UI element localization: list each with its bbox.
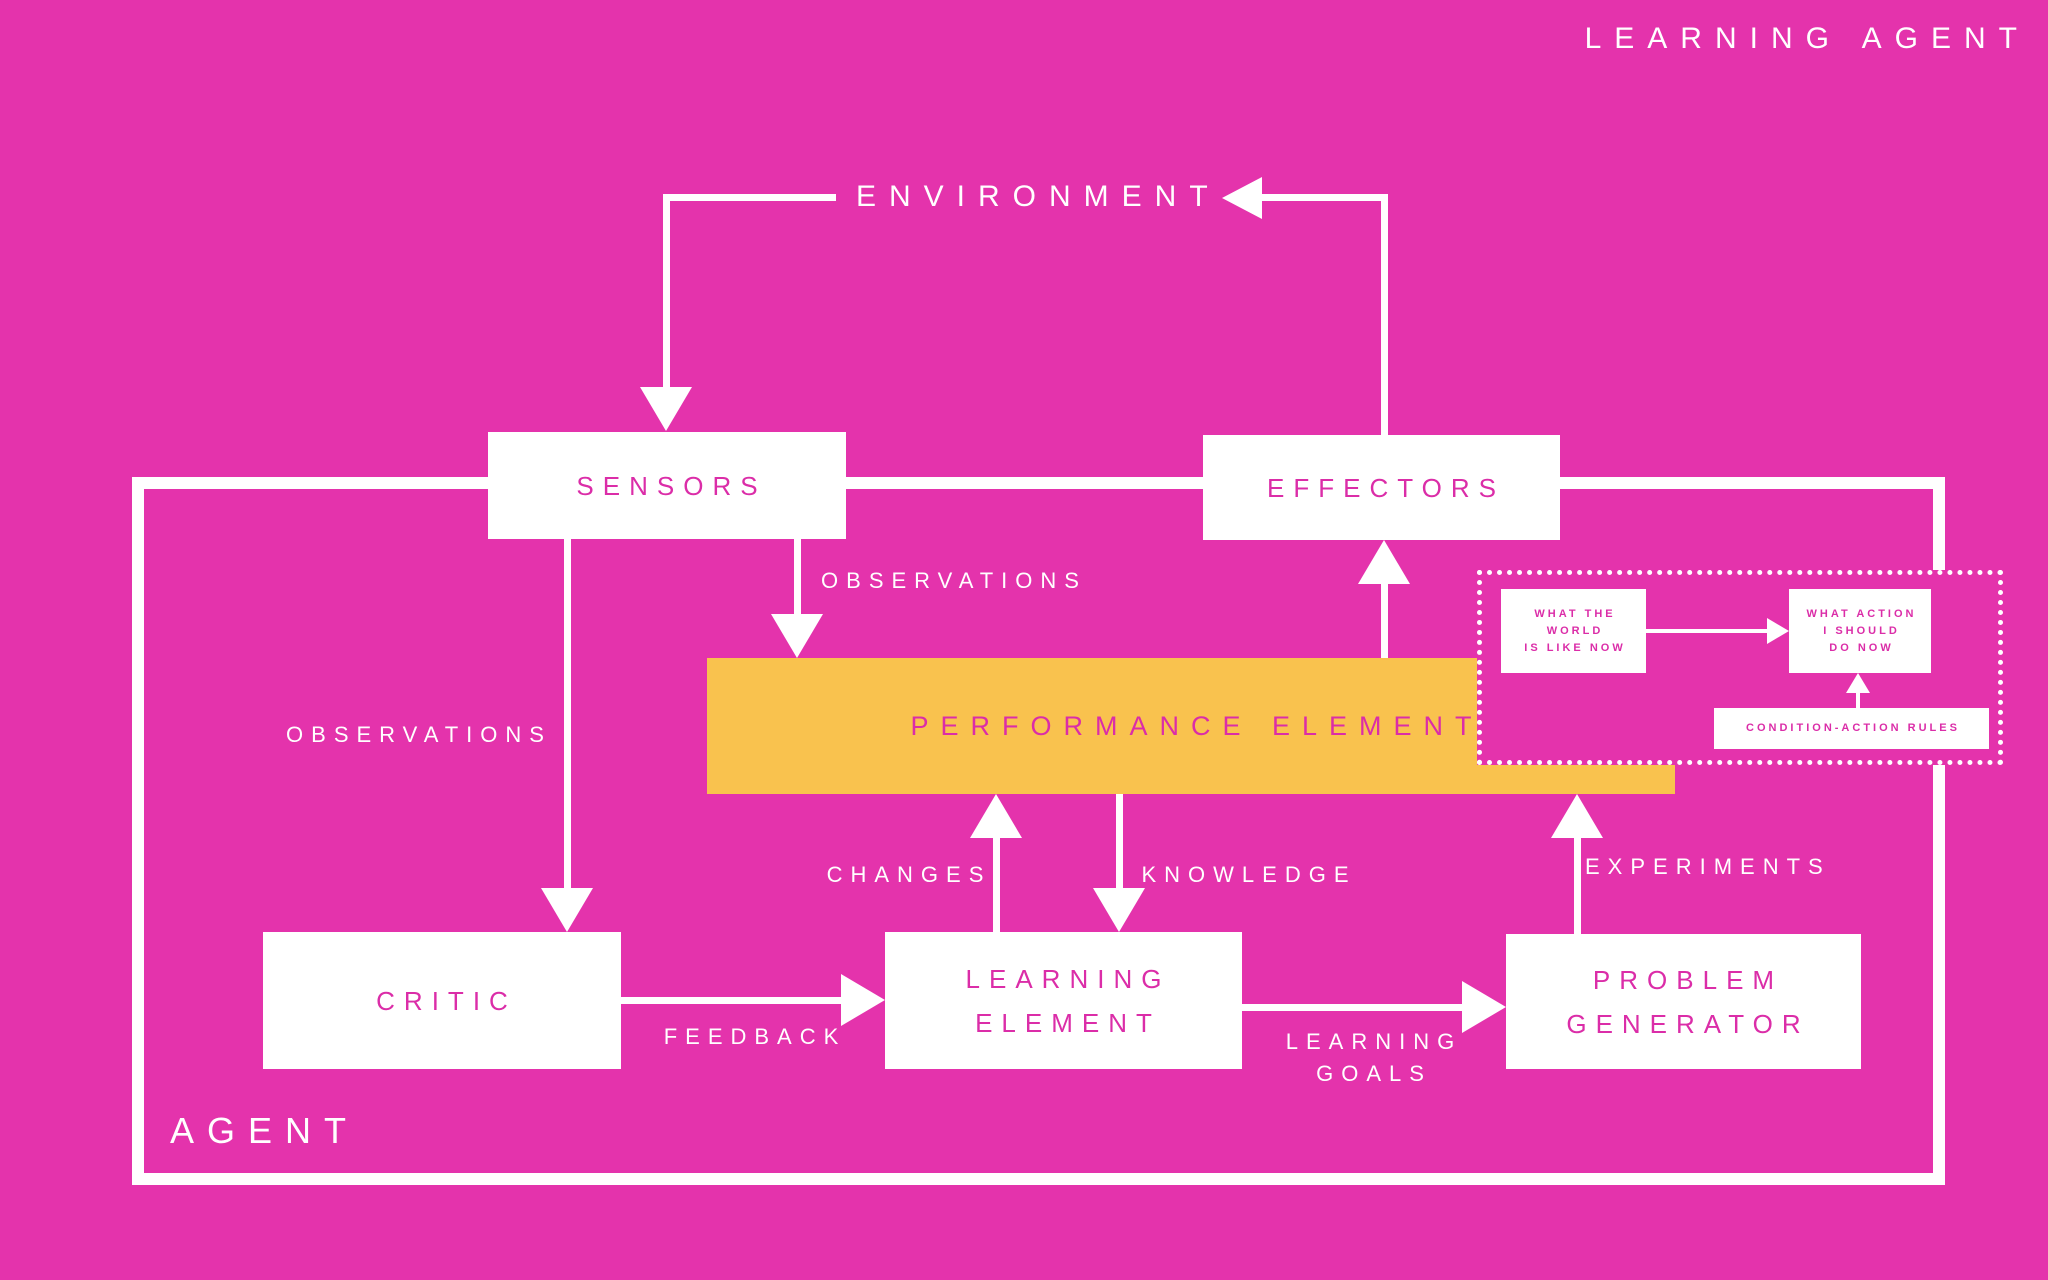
problem-generator-box: PROBLEM GENERATOR xyxy=(1506,934,1861,1069)
world-state-line1: WHAT THE xyxy=(1534,607,1616,620)
arrow-sensors-to-critic xyxy=(541,888,593,932)
line-world-state-to-action xyxy=(1646,629,1772,633)
action-selection-box: WHAT ACTION I SHOULD DO NOW xyxy=(1789,589,1931,673)
critic-box: CRITIC xyxy=(263,932,621,1069)
world-state-box: WHAT THE WORLD IS LIKE NOW xyxy=(1501,589,1646,673)
learning-goals-line2: GOALS xyxy=(1316,1061,1432,1086)
sensors-label: SENSORS xyxy=(576,470,767,501)
world-state-line3: IS LIKE NOW xyxy=(1524,641,1626,654)
learning-element-line2: ELEMENT xyxy=(975,1007,1161,1038)
line-effectors-to-environment-vertical xyxy=(1381,194,1388,438)
line-performance-to-effectors xyxy=(1381,580,1388,658)
arrow-generator-to-performance xyxy=(1551,794,1603,838)
arrow-effectors-to-environment xyxy=(1222,177,1262,219)
line-environment-to-sensors-vertical xyxy=(663,194,670,388)
sensors-box: SENSORS xyxy=(488,432,846,539)
environment-label: ENVIRONMENT xyxy=(856,180,1221,213)
line-sensors-to-performance xyxy=(794,539,801,615)
line-generator-to-performance xyxy=(1574,838,1581,934)
action-selection-line1: WHAT ACTION xyxy=(1806,607,1917,620)
line-rules-to-action xyxy=(1856,691,1860,708)
arrow-critic-to-learning xyxy=(841,974,885,1026)
page-title: LEARNING AGENT xyxy=(1584,22,2030,55)
action-selection-line2: I SHOULD xyxy=(1823,624,1900,637)
arrow-sensors-to-performance xyxy=(771,614,823,658)
problem-generator-line1: PROBLEM xyxy=(1592,964,1784,995)
action-selection-line3: DO NOW xyxy=(1829,641,1894,654)
arrow-performance-to-learning xyxy=(1093,888,1145,932)
agent-label: AGENT xyxy=(170,1110,360,1151)
learning-element-line1: LEARNING xyxy=(965,963,1171,994)
line-critic-to-learning xyxy=(621,997,843,1004)
knowledge-label: KNOWLEDGE xyxy=(1141,862,1357,887)
learning-element-box: LEARNING ELEMENT xyxy=(885,932,1242,1069)
observations-to-performance-label: OBSERVATIONS xyxy=(821,568,1087,593)
critic-label: CRITIC xyxy=(376,985,517,1016)
effectors-box: EFFECTORS xyxy=(1203,435,1560,540)
condition-action-rules-box: CONDITION-ACTION RULES xyxy=(1714,708,1989,749)
line-environment-to-sensors-horizontal xyxy=(669,194,836,201)
arrow-learning-to-performance xyxy=(970,794,1022,838)
line-performance-to-learning xyxy=(1116,794,1123,888)
learning-goals-line1: LEARNING xyxy=(1285,1029,1463,1054)
line-sensors-to-critic xyxy=(564,539,571,889)
effectors-label: EFFECTORS xyxy=(1267,472,1505,503)
arrow-learning-to-generator xyxy=(1462,981,1506,1033)
learning-goals-label: LEARNING GOALS xyxy=(1245,1026,1495,1090)
feedback-label: FEEDBACK xyxy=(663,1024,847,1049)
line-effectors-to-environment-horizontal xyxy=(1258,194,1388,201)
arrow-rules-to-action xyxy=(1846,673,1870,693)
line-learning-to-generator xyxy=(1242,1004,1464,1011)
arrow-performance-to-effectors xyxy=(1358,540,1410,584)
performance-element-label: PERFORMANCE ELEMENT xyxy=(910,711,1484,741)
problem-generator-line2: GENERATOR xyxy=(1566,1008,1810,1039)
condition-action-rules-label: CONDITION-ACTION RULES xyxy=(1746,722,1960,734)
observations-to-critic-label: OBSERVATIONS xyxy=(286,722,552,747)
world-state-line2: WORLD xyxy=(1546,624,1604,637)
changes-label: CHANGES xyxy=(826,862,992,887)
experiments-label: EXPERIMENTS xyxy=(1585,854,1831,879)
line-learning-to-performance xyxy=(993,838,1000,932)
arrow-environment-to-sensors xyxy=(640,387,692,431)
arrow-world-state-to-action xyxy=(1767,618,1789,644)
